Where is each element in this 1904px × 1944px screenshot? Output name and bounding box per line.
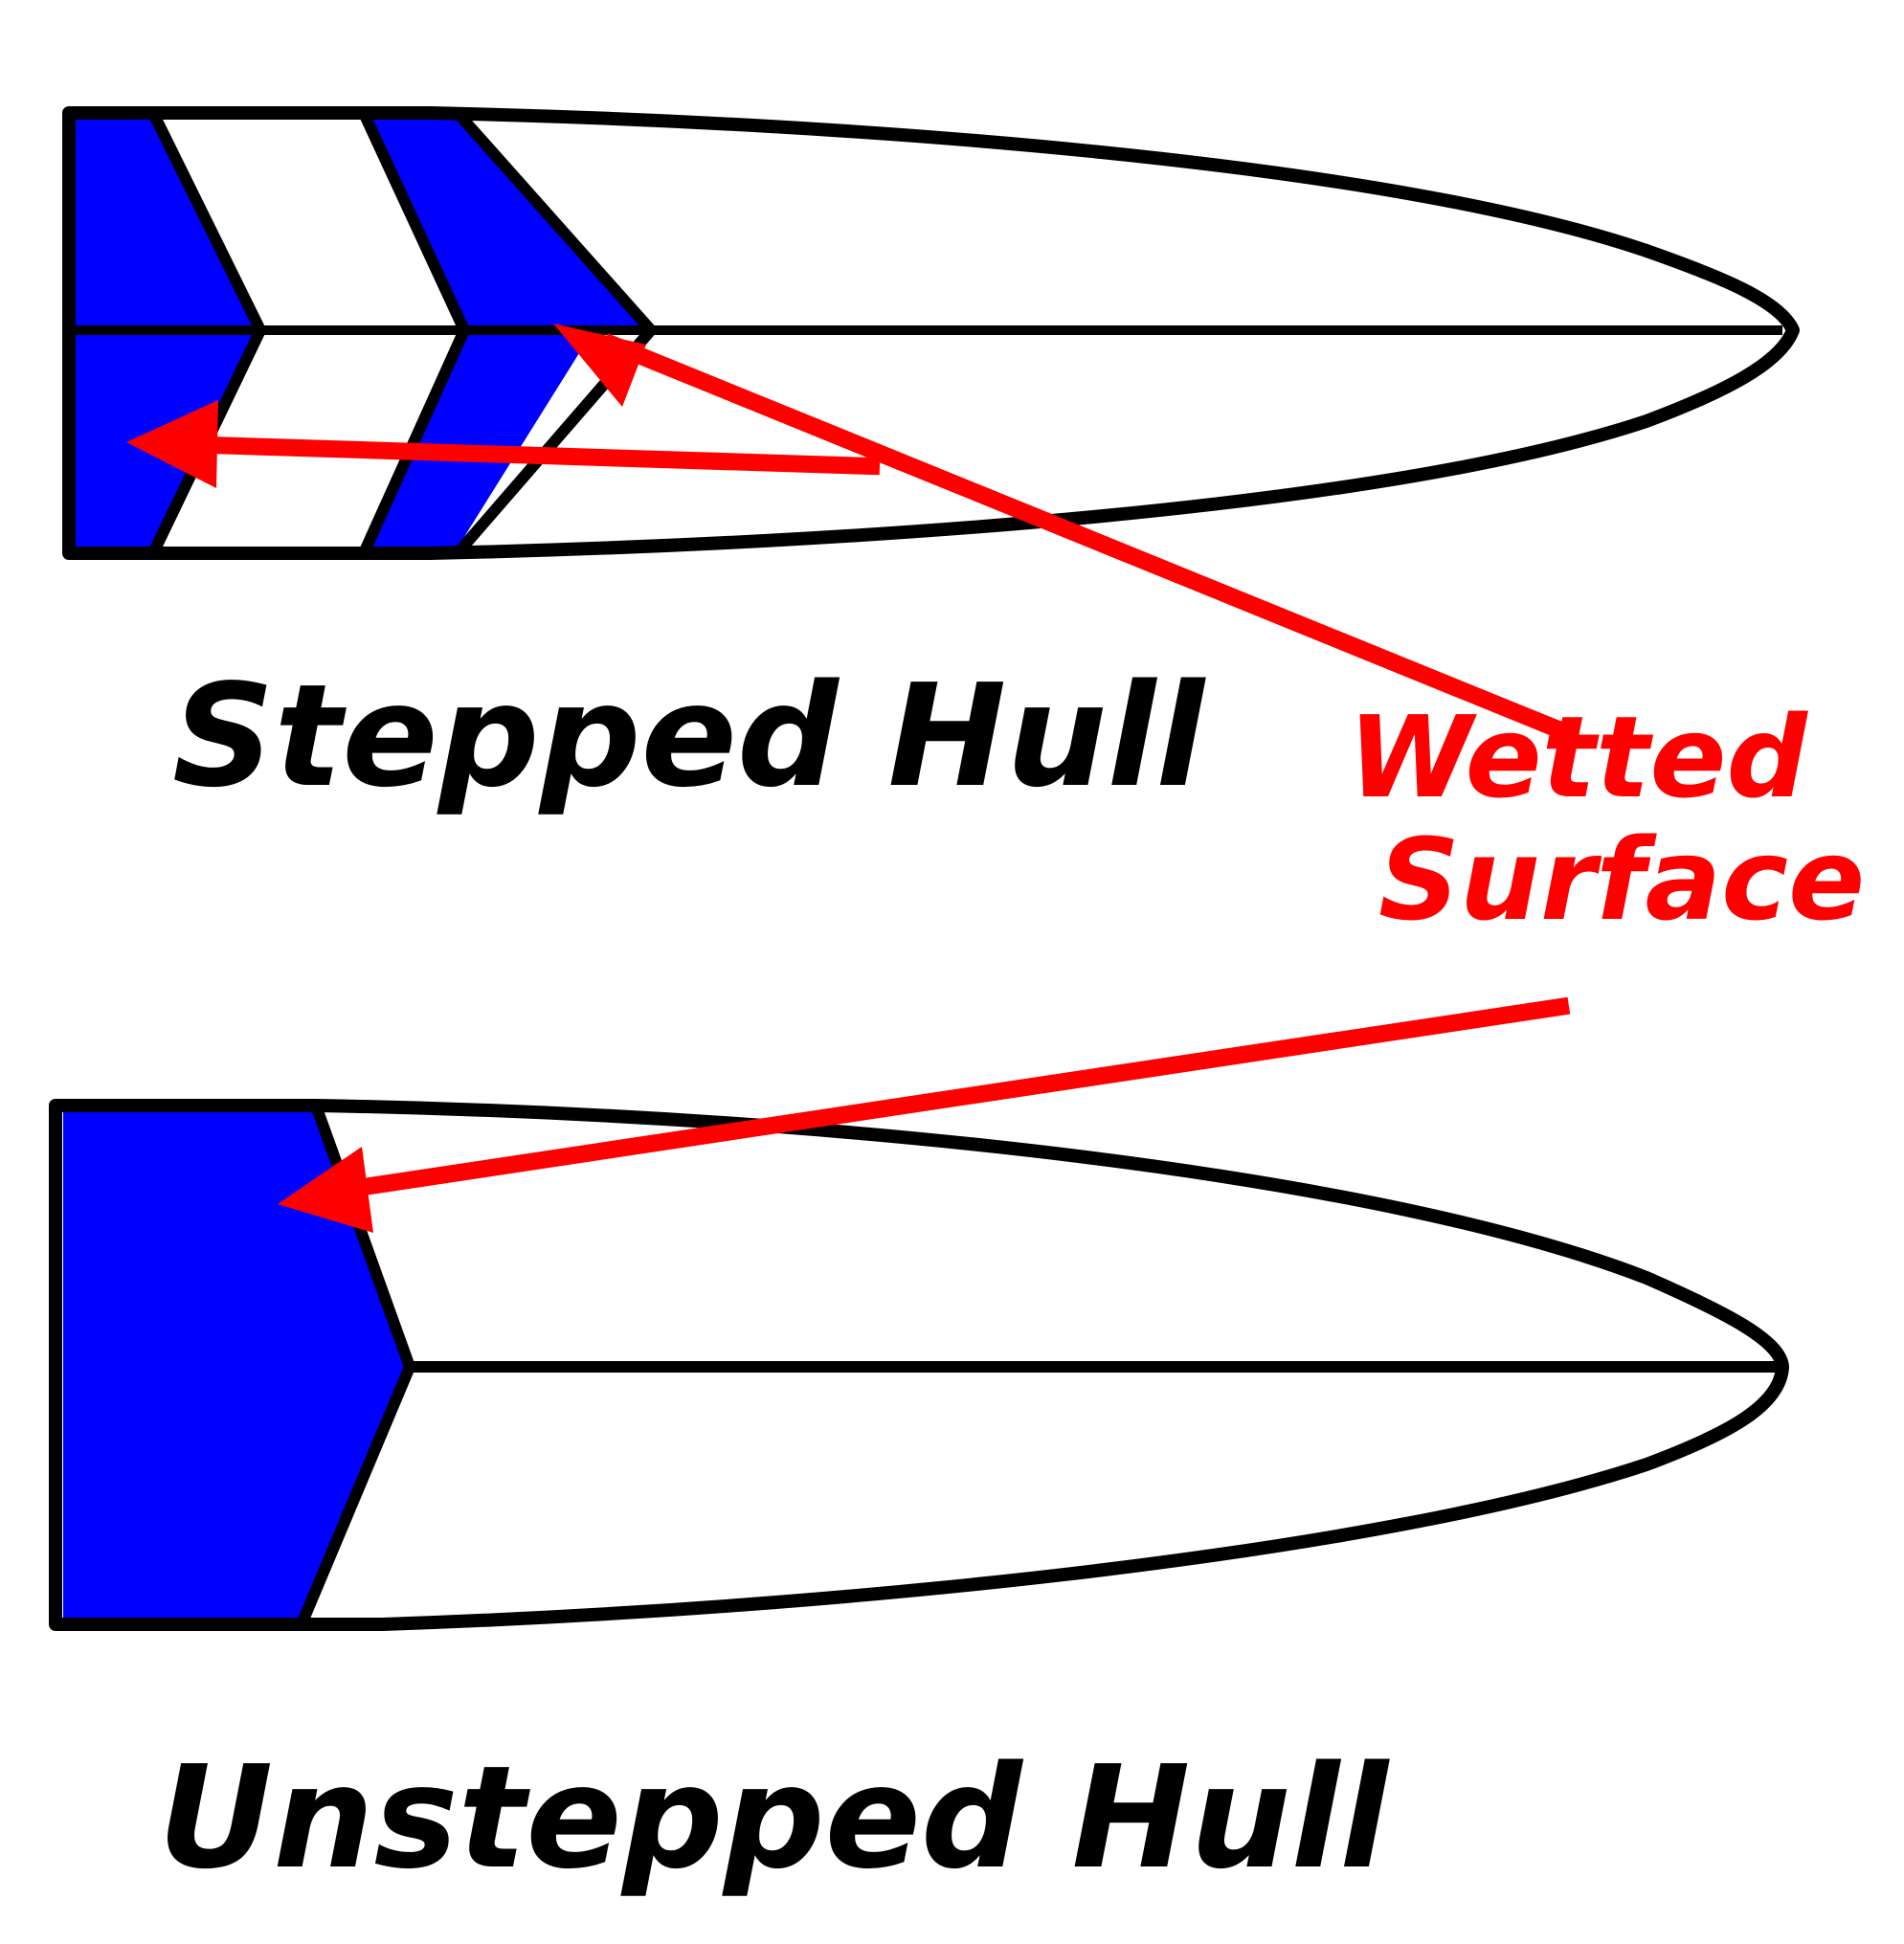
- wetted-surface-label-line1: Wetted: [1348, 691, 1808, 823]
- stepped-wetted-step-bottom: [364, 330, 594, 547]
- arrow-to-step-apex-shaft: [601, 333, 1577, 744]
- unstepped-hull: [49, 1099, 1789, 1631]
- unstepped-hull-label: Unstepped Hull: [158, 1735, 1390, 1900]
- stepped-hull: [62, 106, 1800, 560]
- stepped-hull-outline: [62, 106, 1800, 560]
- stepped-wetted-stern-top: [75, 119, 260, 330]
- unstepped-hull-wetted-surface: [63, 1112, 410, 1618]
- arrow-to-stern-head: [126, 400, 218, 488]
- stepped-hull-label: Stepped Hull: [172, 654, 1206, 818]
- unstepped-hull-outline: [49, 1099, 1789, 1631]
- arrow-to-step-apex-head: [553, 324, 646, 407]
- arrow-to-stern-shaft: [201, 436, 881, 476]
- wetted-surface-label-line2: Surface: [1378, 814, 1865, 946]
- wetted-surface-arrows: [126, 324, 1577, 1233]
- arrow-to-unstepped-shaft: [334, 996, 1571, 1200]
- stepped-wetted-step-top: [364, 119, 651, 330]
- arrow-to-unstepped-head: [278, 1147, 373, 1233]
